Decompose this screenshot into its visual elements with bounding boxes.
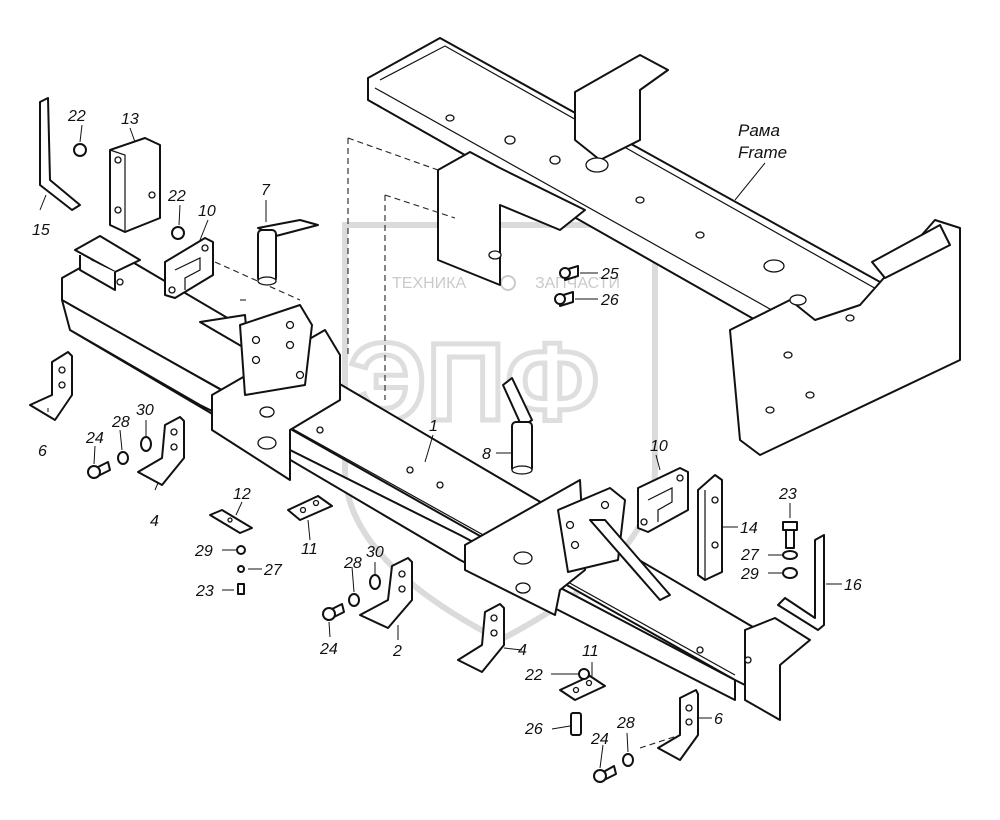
callout-26-a: 26 [600,292,619,309]
angle-bracket-part-6-right [657,689,699,761]
callout-16: 16 [844,577,862,594]
callout-26-b: 26 [524,721,543,738]
plate-part-11-mid [287,495,333,521]
plate-part-10-upper [164,237,214,299]
callout-23-a: 23 [195,583,214,600]
bumper-beam [61,235,811,721]
plate-part-12 [209,509,253,534]
bracket-part-14 [697,474,723,581]
leader-lines [39,124,842,769]
callout-24-b: 24 [319,641,338,658]
pin-part-8 [502,377,533,475]
callout-6-left: 6 [38,443,47,460]
callout-25: 25 [600,266,619,283]
angle-bracket-part-2 [359,557,413,629]
callout-28-b: 28 [343,555,362,572]
watermark-gear-icon [500,275,516,291]
l-bracket-part-16 [777,534,825,631]
callout-15: 15 [32,222,50,239]
callout-7: 7 [261,182,271,199]
callout-11-lower: 11 [582,643,599,660]
callout-labels: 1 2 4 4 6 6 7 8 10 10 11 11 12 13 14 15 … [32,108,862,748]
plate-part-10-lower [637,467,689,533]
callout-1: 1 [429,418,438,435]
callout-29-b: 29 [740,566,759,583]
callout-30-a: 30 [136,402,154,419]
frame-label-ru: Рама [738,121,780,140]
angle-bracket-part-4-mid [457,603,505,673]
callout-22-a: 22 [67,108,86,125]
l-bracket-part-15 [39,97,81,211]
callout-10-upper: 10 [198,203,216,220]
angle-bracket-part-6-left [29,351,73,421]
callout-8: 8 [482,446,491,463]
plate-part-11-lower [559,675,606,701]
fasteners [73,143,798,783]
watermark-text-left: ТЕХНИКА [392,275,466,292]
callout-27-b: 27 [740,547,760,564]
assembly-lines [214,137,681,749]
callout-28-c: 28 [616,715,635,732]
callout-27-a: 27 [263,562,283,579]
watermark-text-right: ЗАПЧАСТИ [535,275,620,292]
callout-28-a: 28 [111,414,130,431]
callout-14: 14 [740,520,758,537]
callout-22-b: 22 [167,188,186,205]
bracket-part-13 [109,137,161,233]
pin-part-7 [257,219,319,286]
frame-leader [734,162,766,201]
callout-24-a: 24 [85,430,104,447]
callout-22-c: 22 [524,667,543,684]
callout-23-b: 23 [778,486,797,503]
callout-4-mid: 4 [518,642,527,659]
callout-13: 13 [121,111,139,128]
callout-11-mid: 11 [301,541,318,558]
callout-30-b: 30 [366,544,384,561]
frame-label-en: Frame [738,143,787,162]
callout-12: 12 [233,486,251,503]
callout-6-right: 6 [714,711,723,728]
angle-bracket-part-4-left [137,416,185,486]
callout-2: 2 [392,643,402,660]
callout-10-lower: 10 [650,438,668,455]
callout-4-left: 4 [150,513,159,530]
callout-29-a: 29 [194,543,213,560]
vehicle-frame [367,37,961,456]
callout-24-c: 24 [590,731,609,748]
